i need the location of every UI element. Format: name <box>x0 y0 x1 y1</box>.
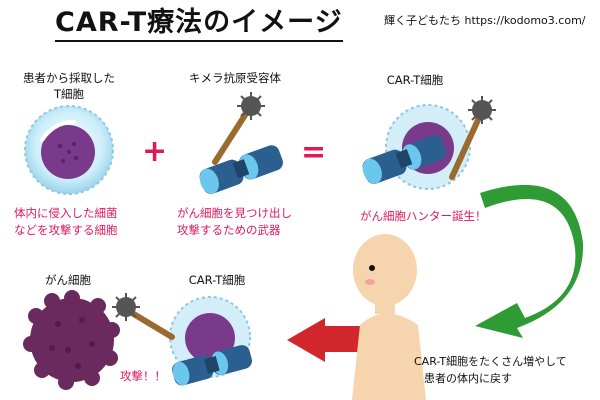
cart-cell-description: がん細胞ハンター誕生！ <box>360 209 487 223</box>
t-cell-illustration <box>24 105 114 195</box>
t-cell-description: 体内に侵入した細菌 などを攻撃する細胞 <box>14 206 118 237</box>
green-curved-arrow <box>475 184 584 338</box>
patient-illustration <box>352 234 426 400</box>
cancer-cell-label: がん細胞 <box>45 273 91 287</box>
receptor-description: がん細胞を見つけ出し 攻撃するための武器 <box>177 206 292 237</box>
page-title: CAR-T療法のイメージ <box>55 6 343 42</box>
receptor-weapon-illustration <box>199 92 283 194</box>
cart-cell-label-2: CAR-T細胞 <box>188 273 246 287</box>
plus-sign: + <box>142 134 168 169</box>
attack-text: 攻撃！！ <box>120 369 166 383</box>
cancer-cell-illustration <box>23 290 120 390</box>
return-note: CAR-T細胞をたくさん増やして 患者の体内に戻す <box>414 355 567 385</box>
receptor-label: キメラ抗原受容体 <box>189 71 281 85</box>
cart-cell-label: CAR-T細胞 <box>386 73 444 87</box>
cart-attacking-illustration <box>112 293 252 386</box>
t-cell-label: 患者から採取した T細胞 <box>23 71 115 101</box>
cart-cell-illustration <box>362 96 496 190</box>
site-credit: 輝く子どもたち https://kodomo3.com/ <box>384 14 586 27</box>
equals-sign: = <box>301 135 327 170</box>
